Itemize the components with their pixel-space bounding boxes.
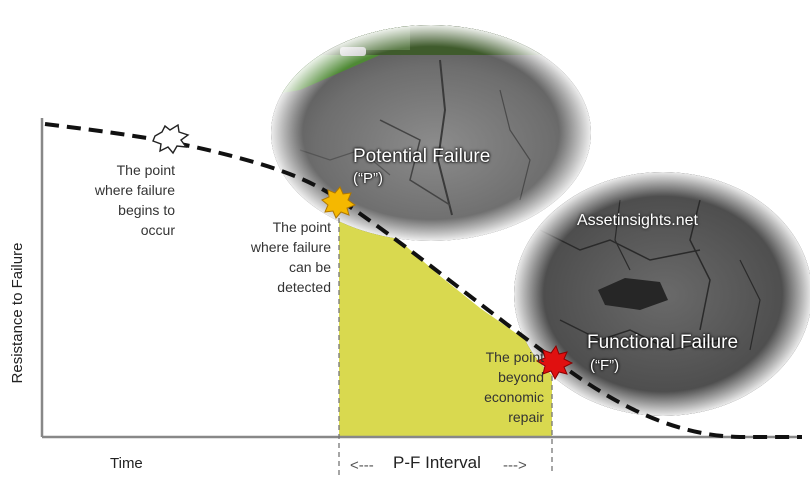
annotation-line: where failure	[94, 182, 175, 198]
annotation-line: The point	[485, 349, 544, 365]
pf-interval-label: P-F Interval	[393, 453, 481, 472]
annotation-line: repair	[508, 409, 544, 425]
functional-failure-photo	[514, 172, 810, 416]
pf-arrow-left: <---	[350, 457, 374, 474]
failure-begins-star-icon	[152, 123, 190, 155]
y-axis-label: Resistance to Failure	[9, 242, 26, 384]
pf-curve	[44, 122, 802, 439]
pf-arrow-right: --->	[503, 457, 527, 474]
annotation-line: economic	[484, 389, 544, 405]
annotation-line: beyond	[498, 369, 544, 385]
watermark-text: Assetinsights.net	[577, 212, 698, 229]
pf-interval-area	[339, 200, 552, 437]
functional-failure-subtitle: (“F”)	[590, 357, 620, 374]
beyond-repair-annotation: The point beyond economic repair	[440, 347, 544, 427]
x-axis-label: Time	[110, 455, 143, 472]
potential-failure-subtitle: (“P”)	[353, 170, 383, 187]
potential-failure-photo	[271, 25, 591, 241]
failure-detected-annotation: The point where failure can be detected	[225, 217, 331, 297]
annotation-line: begins to	[118, 202, 175, 218]
failure-begins-annotation: The point where failure begins to occur	[70, 160, 175, 240]
annotation-line: where failure	[250, 239, 331, 255]
p-point-star-icon	[321, 186, 357, 219]
annotation-line: The point	[116, 162, 175, 178]
annotation-line: detected	[277, 279, 331, 295]
annotation-line: The point	[272, 219, 331, 235]
annotation-line: occur	[140, 222, 175, 238]
functional-failure-title: Functional Failure	[587, 332, 739, 353]
annotation-line: can be	[288, 259, 331, 275]
potential-failure-title: Potential Failure	[353, 146, 491, 167]
f-point-star-icon	[535, 344, 574, 381]
